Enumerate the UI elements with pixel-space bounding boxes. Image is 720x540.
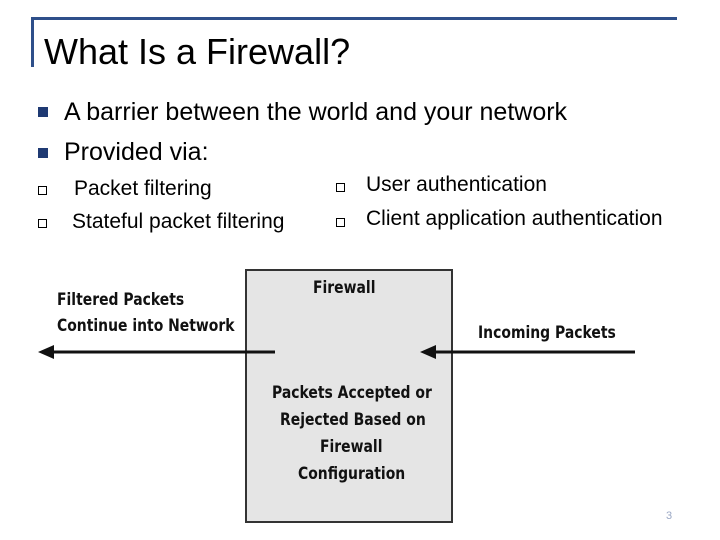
- bullet-2: Provided via:: [64, 138, 209, 166]
- outgoing-arrow-head-icon: [38, 345, 54, 359]
- bullet-1: A barrier between the world and your net…: [64, 98, 568, 126]
- sub-bullet-square-icon: [336, 183, 345, 192]
- incoming-arrow-head-icon: [420, 345, 436, 359]
- continue-into-network-label: Continue into Network: [57, 316, 235, 336]
- sub-bullet-square-icon: [38, 219, 47, 228]
- center-text-line-1: Packets Accepted or: [272, 383, 432, 403]
- bullet-square-icon: [38, 148, 48, 158]
- slide-title: What Is a Firewall?: [44, 31, 351, 72]
- firewall-box: [245, 269, 453, 523]
- sub-bullet-square-icon: [336, 218, 345, 227]
- sub-bullet-stateful-filtering: Stateful packet filtering: [72, 210, 285, 233]
- firewall-box-title: Firewall: [313, 278, 376, 298]
- sub-bullet-user-auth: User authentication: [366, 173, 547, 196]
- title-frame: [31, 17, 677, 67]
- sub-bullet-client-auth: Client application authentication: [366, 207, 663, 230]
- bullet-square-icon: [38, 107, 48, 117]
- sub-bullet-square-icon: [38, 186, 47, 195]
- center-text-line-2: Rejected Based on: [280, 410, 426, 430]
- center-text-line-4: Configuration: [298, 464, 406, 484]
- center-text-line-3: Firewall: [320, 437, 383, 457]
- page-number: 3: [666, 510, 673, 522]
- filtered-packets-label: Filtered Packets: [57, 290, 185, 310]
- incoming-packets-label: Incoming Packets: [478, 323, 616, 343]
- sub-bullet-packet-filtering: Packet filtering: [74, 177, 212, 200]
